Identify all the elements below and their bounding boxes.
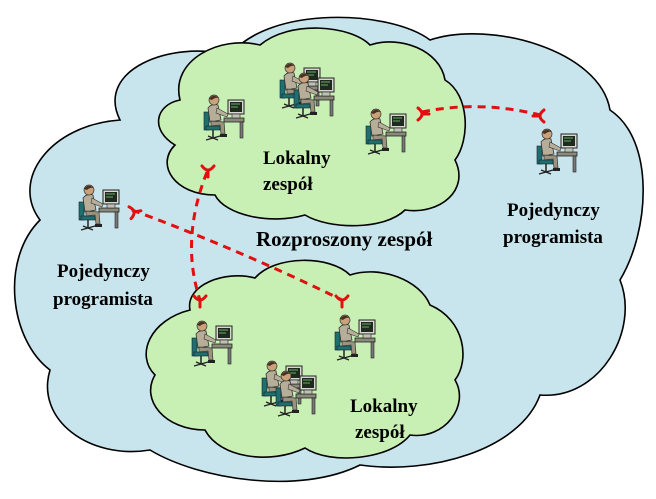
local-team-top-label-line2: zespół — [263, 174, 313, 195]
single-right-label-line1: Pojedynczy — [507, 200, 600, 221]
local-team-bottom-label-line1: Lokalny — [350, 396, 418, 417]
local-team-bottom-label-line2: zespół — [355, 422, 405, 443]
link-top-team-to-bottom-team — [189, 171, 209, 301]
links — [131, 105, 541, 302]
single-left-label-line2: programista — [53, 289, 153, 310]
distributed-team-label: Rozproszony zespół — [256, 227, 433, 251]
link-top-to-right-single — [421, 105, 541, 117]
local-cloud-bottom — [145, 259, 464, 459]
local-team-top-label-line1: Lokalny — [263, 148, 331, 169]
single-left-label-line1: Pojedynczy — [57, 261, 150, 282]
local-cloud-top — [157, 27, 466, 227]
single-right-label-line2: programista — [503, 227, 603, 248]
link-left-single-to-bottom-team — [131, 208, 343, 302]
